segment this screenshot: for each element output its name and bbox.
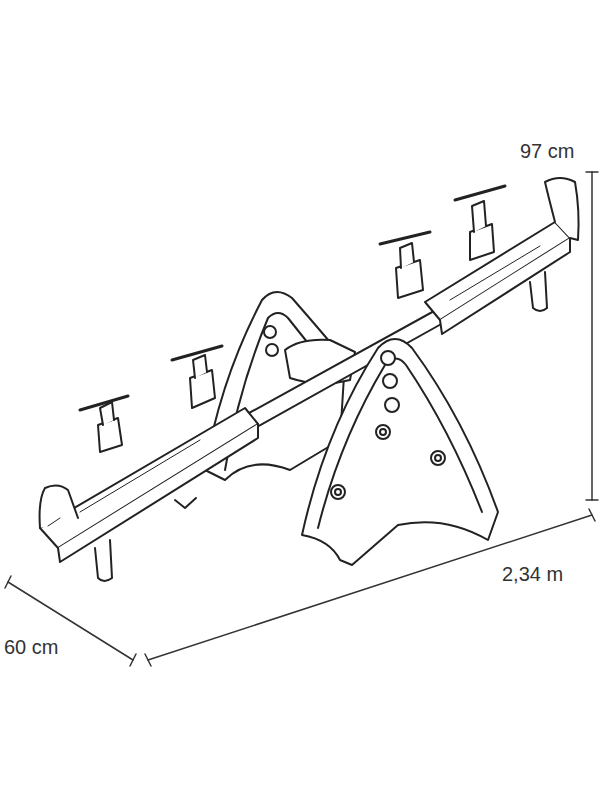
front-support xyxy=(302,339,498,565)
right-seat xyxy=(425,178,579,334)
left-seat xyxy=(40,408,258,581)
dimension-label: 60 cm xyxy=(4,636,58,658)
dimension-label: 2,34 m xyxy=(502,563,563,585)
dimension-lines xyxy=(5,172,598,666)
dimension-label: 97 cm xyxy=(520,140,574,162)
